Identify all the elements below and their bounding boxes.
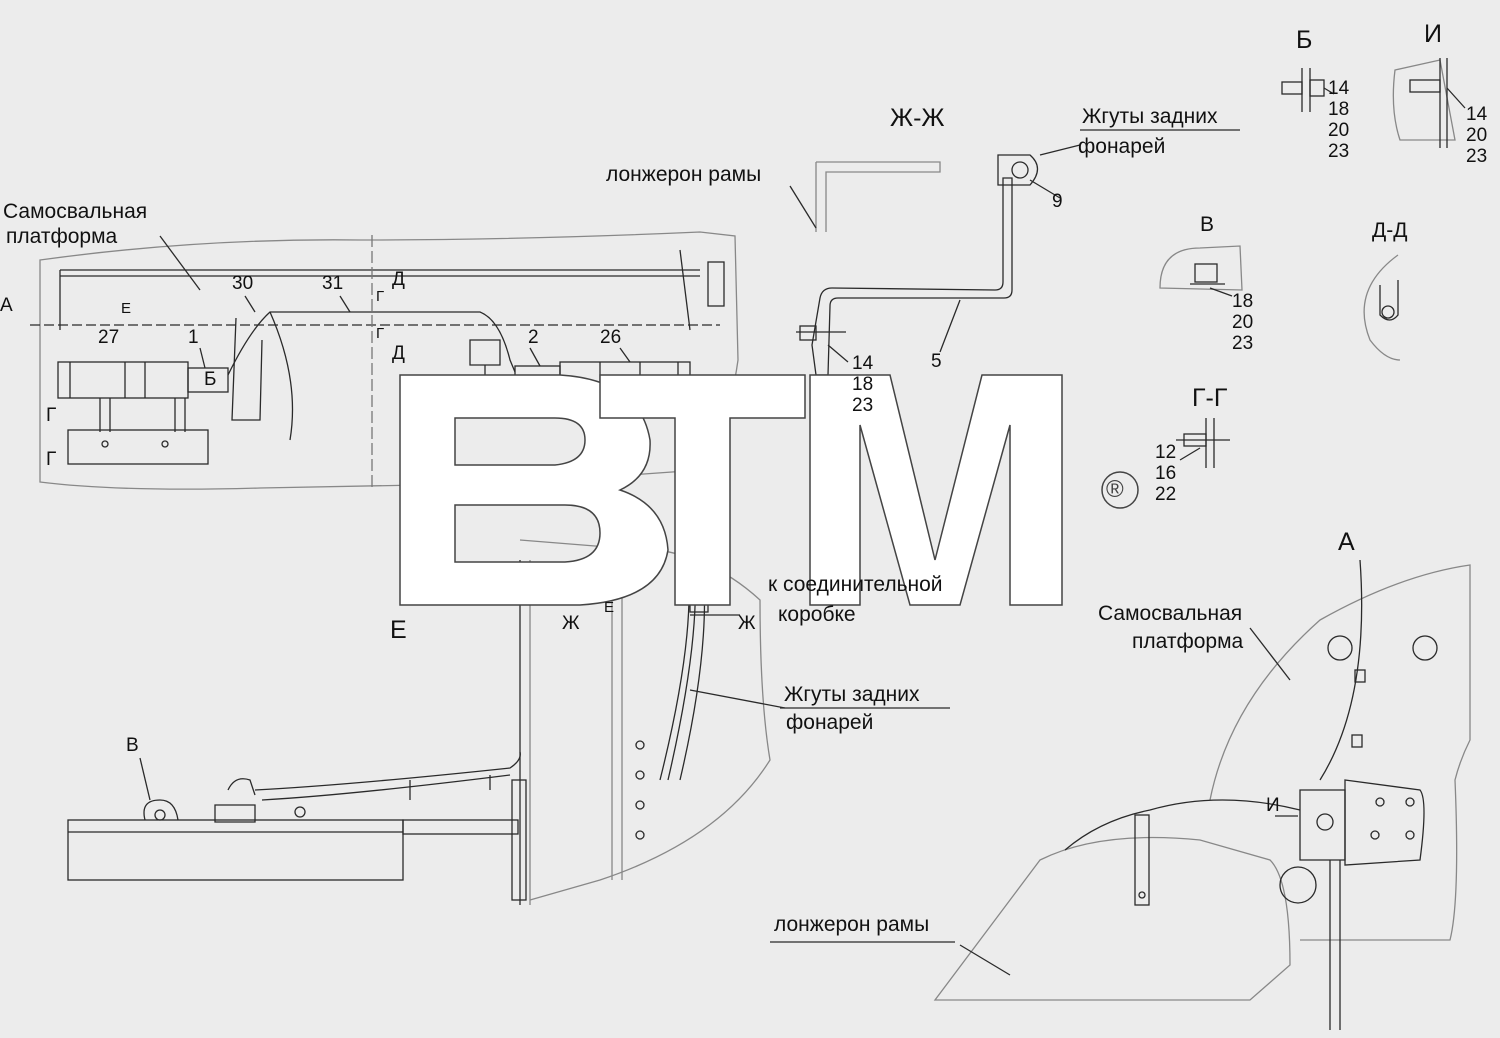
section-g-top-mark: Г <box>376 288 385 305</box>
harness-label-top-line2: фонарей <box>1078 135 1166 158</box>
section-v-title: В <box>1200 213 1215 236</box>
section-i-title: И <box>1424 20 1442 48</box>
view-b-mark: Б <box>204 369 217 390</box>
view-e-mark: Е <box>121 300 132 317</box>
frame-rail-label: лонжерон рамы <box>606 163 762 186</box>
callout-31: 31 <box>322 273 344 294</box>
dump-platform-right-label-line1: Самосвальная <box>1098 602 1243 625</box>
harness-label-mid-line2: фонарей <box>786 711 874 734</box>
harness-label-mid-line1: Жгуты задних <box>784 683 920 706</box>
registered-mark: ® <box>1106 476 1124 503</box>
btm-watermark <box>399 374 1139 606</box>
dump-platform-right-label-line2: платформа <box>1132 630 1244 653</box>
section-d-d-title: Д-Д <box>1372 219 1408 242</box>
dump-platform-top-view <box>30 231 739 490</box>
section-b-drawing <box>1281 68 1335 112</box>
view-a-drawing <box>770 559 1471 1030</box>
section-zh-right-mark: Ж <box>738 613 756 634</box>
section-i-drawing <box>1392 58 1466 148</box>
view-a-arrow-label: А <box>0 295 13 316</box>
section-zh-left-mark: Ж <box>562 613 580 634</box>
callout-30: 30 <box>232 273 254 294</box>
callout-9: 9 <box>1052 191 1063 212</box>
section-g-left-top: Г <box>46 405 57 426</box>
section-d-d-drawing <box>1363 254 1401 361</box>
section-g-g-title: Г-Г <box>1192 384 1228 412</box>
callout-1: 1 <box>188 327 199 348</box>
section-g-g-drawing <box>1176 418 1230 468</box>
section-v-drawing <box>1159 245 1243 297</box>
callout-26: 26 <box>600 327 622 348</box>
callout-5: 5 <box>931 351 942 372</box>
harness-label-top-line1: Жгуты задних <box>1082 105 1218 128</box>
view-v-mark: В <box>126 735 139 756</box>
section-b-title: Б <box>1296 26 1313 54</box>
view-e-title: Е <box>390 616 407 644</box>
view-i-arrow-label: И <box>1266 795 1280 816</box>
frame-rail-bottom-label: лонжерон рамы <box>774 913 930 936</box>
section-d-top-mark: Д <box>392 269 405 290</box>
dump-platform-label-line1: Самосвальная <box>3 200 148 223</box>
callout-2: 2 <box>528 327 539 348</box>
section-g-bottom-mark: Г <box>376 325 385 342</box>
connection-box-label-line2: коробке <box>778 603 856 626</box>
dump-platform-label-line2: платформа <box>6 225 118 248</box>
section-d-bottom-mark: Д <box>392 343 405 364</box>
section-zh-zh-drawing <box>789 129 1240 376</box>
view-e-small-mark: Е <box>604 599 615 616</box>
connection-box-label-line1: к соединительной <box>768 573 943 596</box>
callout-27: 27 <box>98 327 120 348</box>
section-g-left-bottom: Г <box>46 449 57 470</box>
section-zh-zh-title: Ж-Ж <box>890 104 945 132</box>
view-a-title: А <box>1338 528 1355 556</box>
